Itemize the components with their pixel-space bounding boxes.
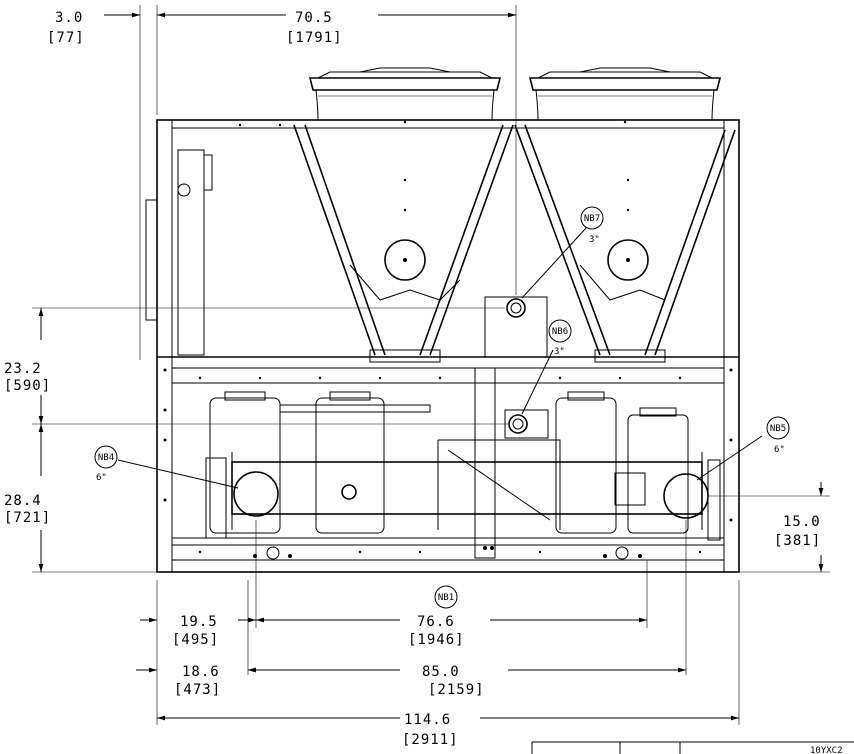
condenser-fan-left <box>308 67 502 121</box>
tag-nb6-size: 3" <box>554 347 565 357</box>
dim-114-6-in: 114.6 <box>404 712 451 728</box>
dim-3-0-mm: [77] <box>47 30 85 46</box>
nozzle-nb4 <box>205 457 279 539</box>
compressor-1 <box>209 391 281 534</box>
dim-85-0-mm: [2159] <box>428 682 485 698</box>
nozzle-nb5 <box>663 459 721 541</box>
frame-fasteners <box>163 120 733 554</box>
dim-28-4-mm: [721] <box>4 510 51 526</box>
tag-nb1-label: NB1 <box>438 593 454 603</box>
dim-23-2-mm: [590] <box>4 378 51 394</box>
condenser-coil-right <box>514 124 736 363</box>
dim-70-5-mm: [1791] <box>286 30 343 46</box>
tag-nb5-size: 6" <box>774 445 785 455</box>
tag-nb4-size: 6" <box>96 473 107 483</box>
dim-28-4-in: 28.4 <box>4 493 42 509</box>
tag-nb1: NB1 <box>434 585 458 609</box>
tag-nb7: NB7 3" <box>580 206 604 245</box>
dim-15-0-mm: [381] <box>774 533 821 549</box>
dim-76-6-mm: [1946] <box>408 632 465 648</box>
tag-nb6: NB6 3" <box>548 319 572 357</box>
dim-19-5-mm: [495] <box>172 632 219 648</box>
base-mounting <box>253 546 642 560</box>
nozzle-nb6 <box>504 409 549 439</box>
dim-85-0-in: 85.0 <box>422 664 460 680</box>
dim-19-5-in: 19.5 <box>180 614 218 630</box>
compressor-3 <box>555 391 617 534</box>
dim-15-0-in: 15.0 <box>783 514 821 530</box>
dim-114-6-mm: [2911] <box>402 732 459 748</box>
dim-76-6-in: 76.6 <box>417 614 455 630</box>
tag-nb7-label: NB7 <box>584 214 600 224</box>
compressor-2 <box>315 391 385 534</box>
dim-18-6-mm: [473] <box>174 682 221 698</box>
dim-18-6-in: 18.6 <box>182 664 220 680</box>
dim-23-2-in: 23.2 <box>4 361 42 377</box>
tag-nb4: NB4 6" <box>94 445 118 483</box>
tag-nb5: NB5 6" <box>766 416 790 455</box>
evaporator-vessel <box>231 367 703 559</box>
dim-70-5-in: 70.5 <box>295 10 333 26</box>
pipe-header-box <box>484 296 548 358</box>
title-block-fragment: 10YXC2 <box>531 741 854 754</box>
unit-outline <box>156 119 740 573</box>
tag-nb7-size: 3" <box>589 235 600 245</box>
dim-3-0-in: 3.0 <box>55 10 83 26</box>
dimension-lines <box>32 5 830 725</box>
control-panel <box>145 149 213 356</box>
tag-nb4-label: NB4 <box>98 453 114 463</box>
tag-nb5-label: NB5 <box>770 424 786 434</box>
condenser-fan-right <box>528 67 722 121</box>
tag-nb6-label: NB6 <box>552 327 568 337</box>
title-block-text: 10YXC2 <box>810 746 843 754</box>
condenser-coil-left <box>293 124 514 363</box>
